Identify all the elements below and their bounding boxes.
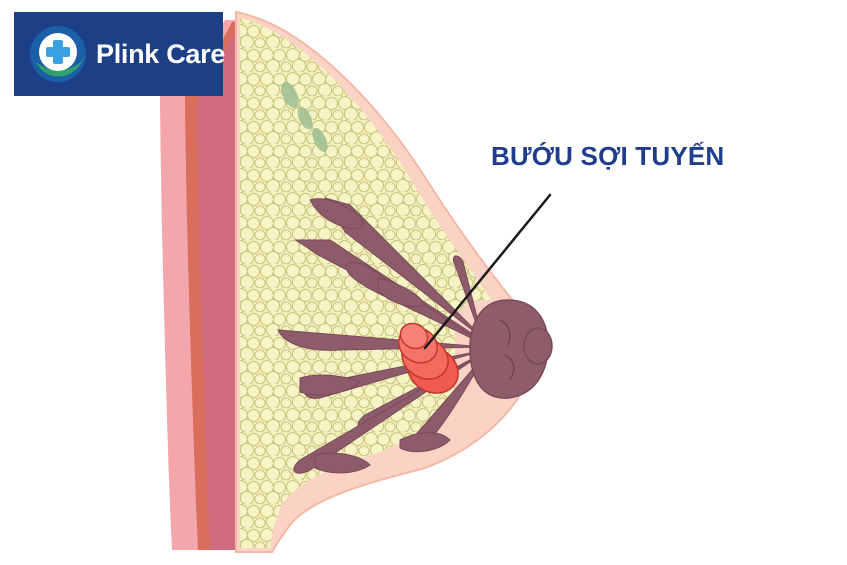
medical-cross-logo-icon [30,26,86,82]
tumor-callout-label: BƯỚU SỢI TUYẾN [491,141,725,171]
callout-pointer-line [423,193,552,350]
nipple-areola [469,299,553,399]
brand-logo: Plink Care [14,12,226,96]
ligament-strands [281,81,328,153]
brand-name: Plink Care [96,38,226,69]
fibroadenoma-tumor [397,322,459,394]
